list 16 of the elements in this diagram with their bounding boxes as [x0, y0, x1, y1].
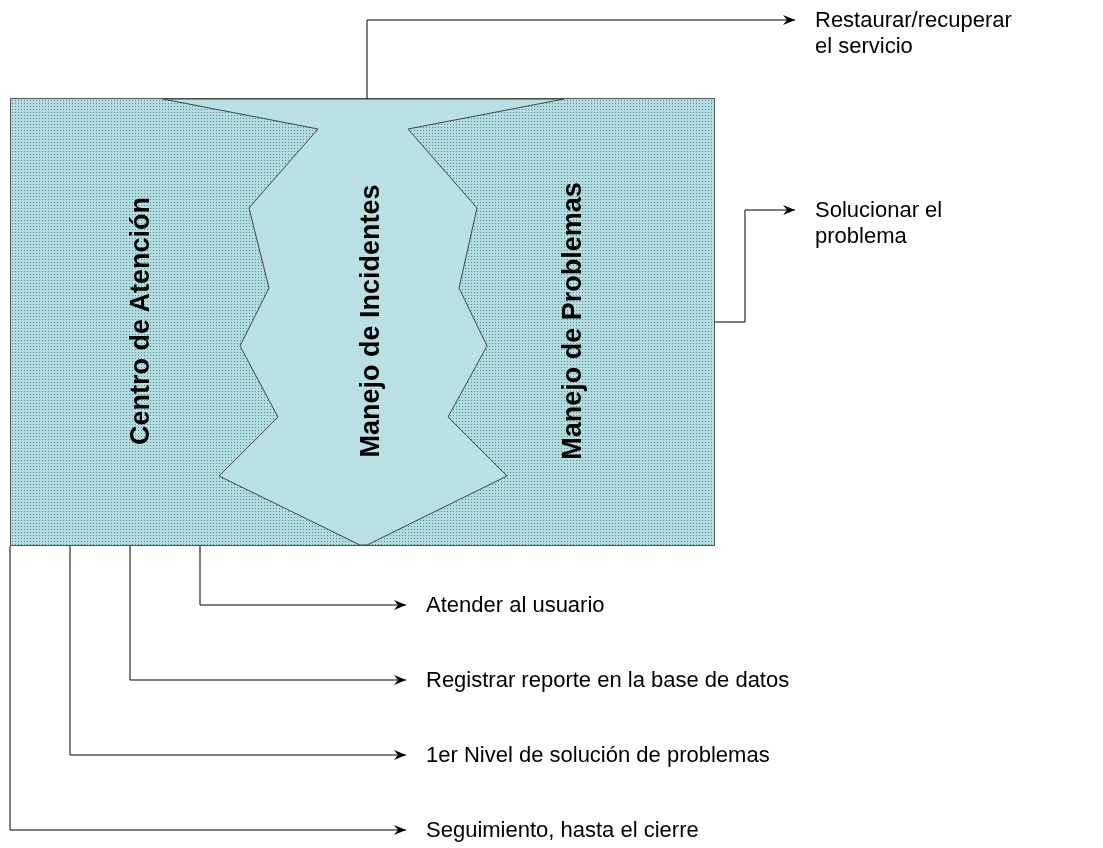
outcome-text: Restaurar/recuperar el servicio: [795, 7, 1035, 59]
outcome-text: Registrar reporte en la base de datos: [406, 667, 790, 693]
arrow: [129, 545, 407, 685]
outcome-text: 1er Nivel de solución de problemas: [406, 742, 770, 768]
arrow: [366, 15, 796, 100]
lane-label: Manejo de Incidentes: [356, 184, 386, 458]
arrow: [714, 205, 796, 323]
arrow: [9, 545, 407, 835]
process-area: [10, 98, 715, 546]
arrow: [199, 545, 407, 610]
lane-label: Manejo de Problemas: [558, 182, 588, 460]
outcome-text: Seguimiento, hasta el cierre: [406, 817, 699, 843]
outcome-text: Solucionar el problema: [795, 197, 1035, 249]
lane-label: Centro de Atención: [126, 197, 156, 445]
arrow: [69, 545, 407, 760]
outcome-text: Atender al usuario: [406, 592, 605, 618]
